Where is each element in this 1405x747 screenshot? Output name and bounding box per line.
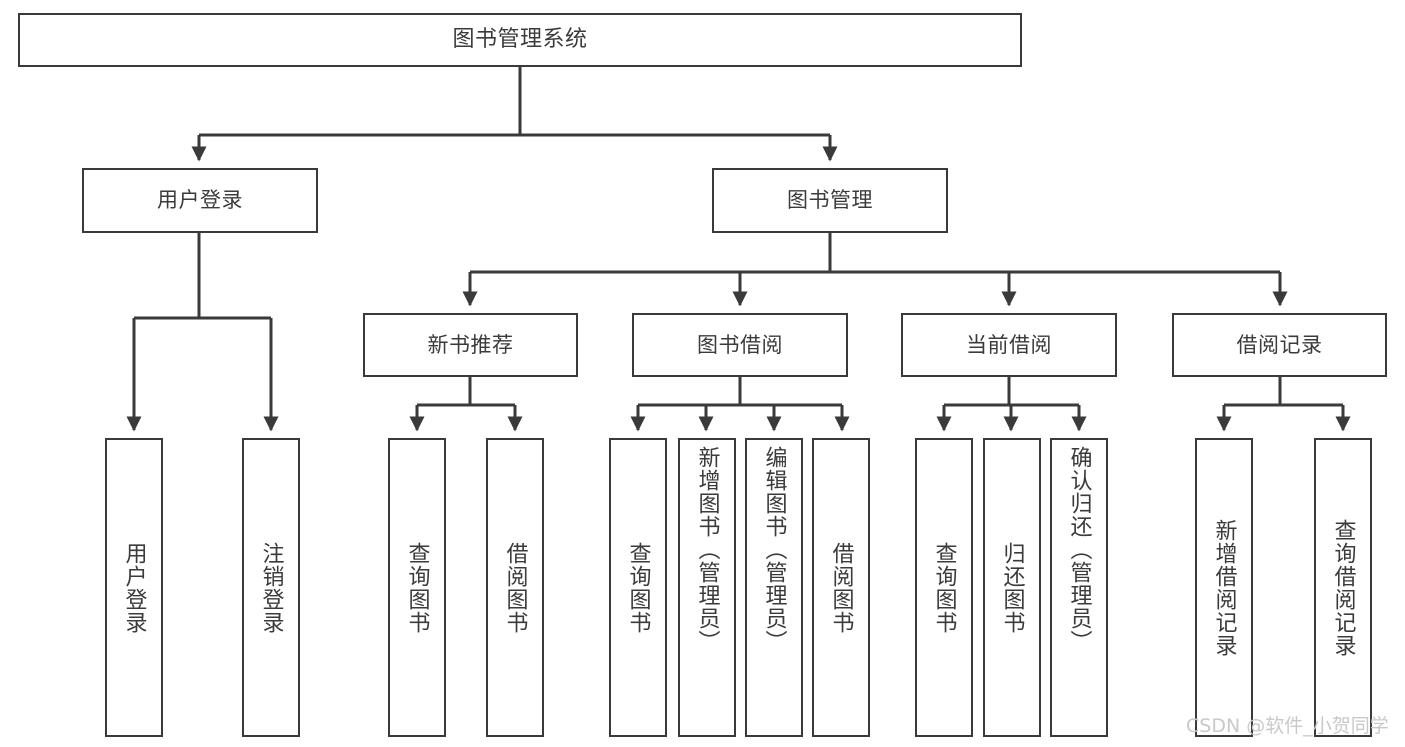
leaf-borrow-book-2-label: 借阅图书 <box>828 541 854 634</box>
leaf-query-book-3[interactable]: 查询图书 <box>915 438 973 737</box>
node-root-label: 图书管理系统 <box>452 27 588 53</box>
node-borrow-record[interactable]: 借阅记录 <box>1172 313 1387 377</box>
node-root[interactable]: 图书管理系统 <box>18 13 1022 67</box>
leaf-borrow-book-1[interactable]: 借阅图书 <box>486 438 544 737</box>
node-book-manage-label: 图书管理 <box>787 188 873 213</box>
node-new-book-rec[interactable]: 新书推荐 <box>363 313 578 377</box>
leaf-logout-login-label: 注销登录 <box>258 541 284 634</box>
leaf-add-record-label: 新增借阅记录 <box>1211 518 1237 657</box>
leaf-user-login-label: 用户登录 <box>121 541 147 634</box>
leaf-query-book-3-label: 查询图书 <box>931 541 957 634</box>
csdn-watermark: CSDN @软件_小贺同学 <box>1186 715 1389 737</box>
leaf-edit-book-label: 编辑图书（管理员） <box>761 446 787 653</box>
leaf-query-record[interactable]: 查询借阅记录 <box>1314 438 1372 737</box>
node-user-login[interactable]: 用户登录 <box>82 168 318 233</box>
leaf-logout-login[interactable]: 注销登录 <box>242 438 300 737</box>
leaf-confirm-return-label: 确认归还（管理员） <box>1066 446 1092 653</box>
node-new-book-rec-label: 新书推荐 <box>427 332 514 357</box>
node-user-login-label: 用户登录 <box>157 188 243 213</box>
leaf-add-record[interactable]: 新增借阅记录 <box>1195 438 1253 737</box>
node-borrow-record-label: 借阅记录 <box>1236 332 1323 357</box>
leaf-add-book[interactable]: 新增图书（管理员） <box>678 438 736 737</box>
leaf-user-login[interactable]: 用户登录 <box>105 438 163 737</box>
leaf-borrow-book-1-label: 借阅图书 <box>502 541 528 634</box>
leaf-query-record-label: 查询借阅记录 <box>1330 518 1356 657</box>
leaf-query-book-1-label: 查询图书 <box>404 541 430 634</box>
leaf-return-book[interactable]: 归还图书 <box>983 438 1041 737</box>
leaf-query-book-2-label: 查询图书 <box>625 541 651 634</box>
leaf-confirm-return[interactable]: 确认归还（管理员） <box>1050 438 1108 737</box>
node-book-borrow[interactable]: 图书借阅 <box>632 313 848 377</box>
node-book-borrow-label: 图书借阅 <box>697 332 783 357</box>
leaf-query-book-1[interactable]: 查询图书 <box>388 438 446 737</box>
node-current-borrow-label: 当前借阅 <box>966 332 1052 357</box>
leaf-edit-book[interactable]: 编辑图书（管理员） <box>745 438 803 737</box>
leaf-add-book-label: 新增图书（管理员） <box>694 446 720 653</box>
leaf-return-book-label: 归还图书 <box>999 541 1025 634</box>
leaf-borrow-book-2[interactable]: 借阅图书 <box>812 438 870 737</box>
leaf-query-book-2[interactable]: 查询图书 <box>609 438 667 737</box>
node-current-borrow[interactable]: 当前借阅 <box>901 313 1117 377</box>
node-book-manage[interactable]: 图书管理 <box>712 168 948 233</box>
